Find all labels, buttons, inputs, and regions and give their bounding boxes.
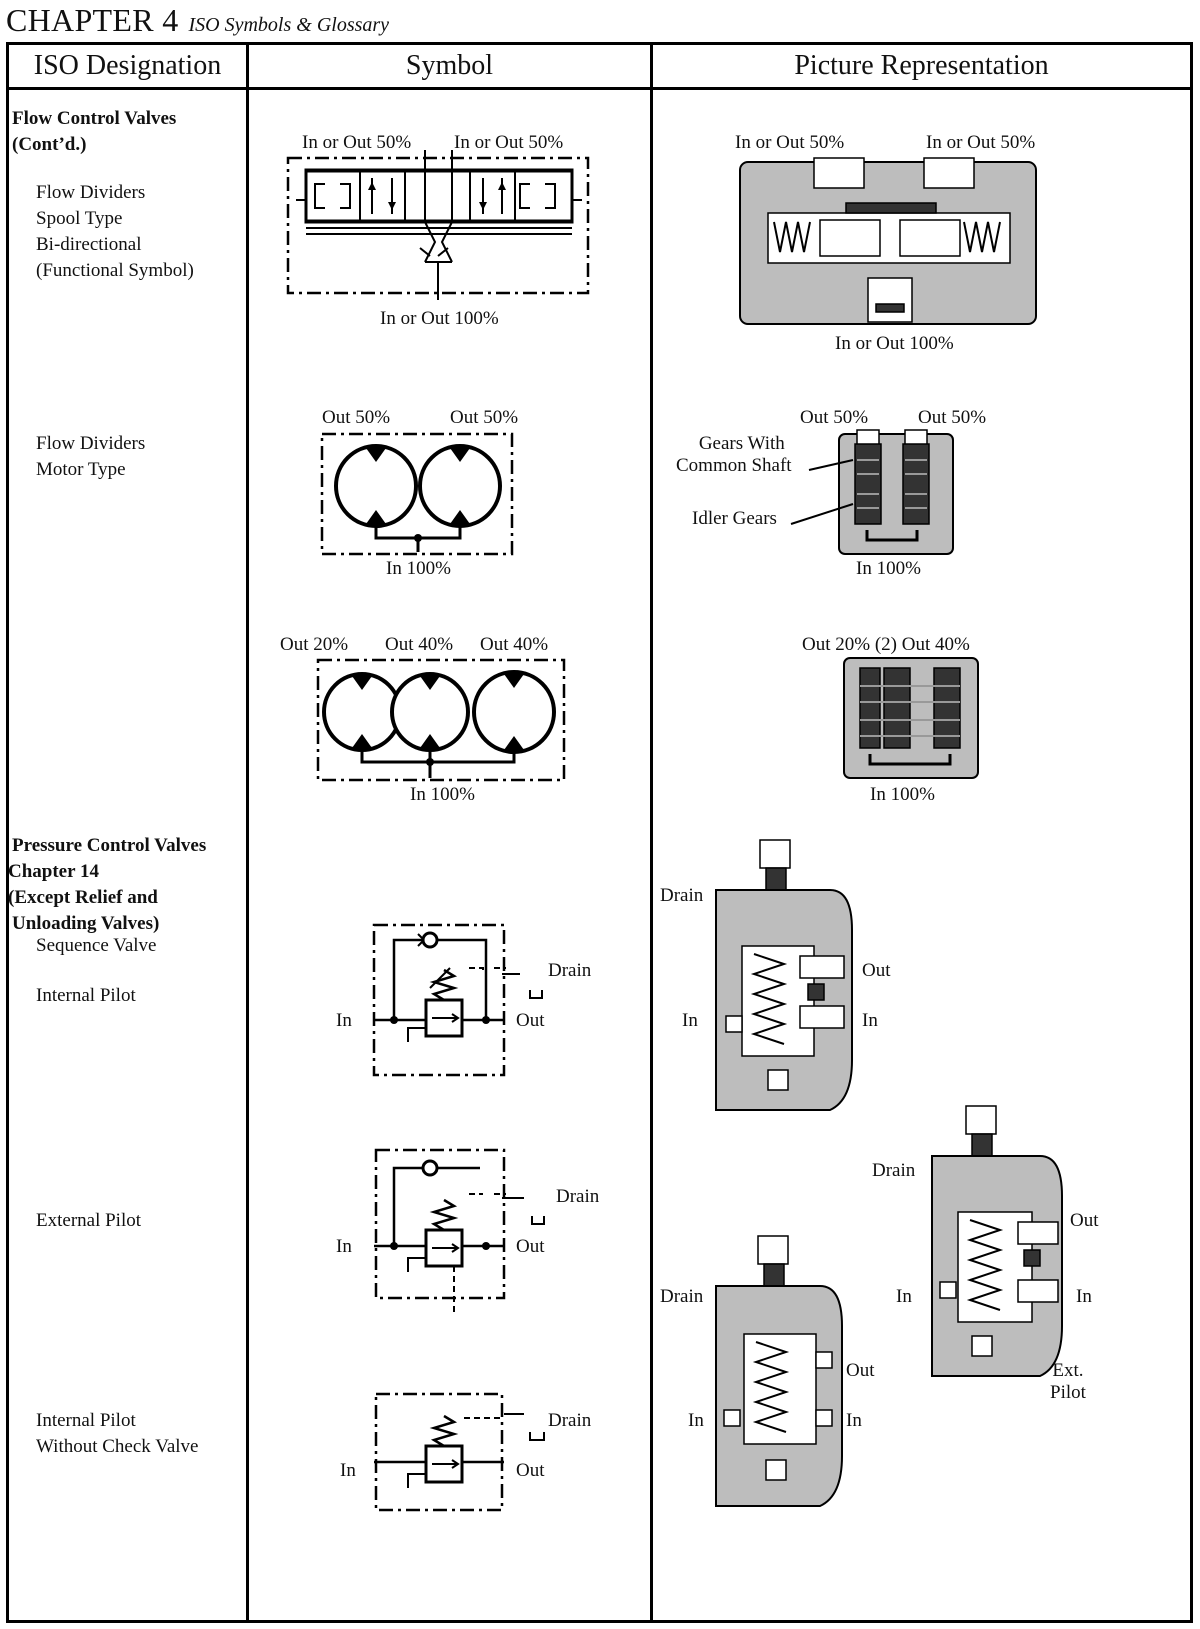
label-nocheck-pic-out: Out xyxy=(846,1360,875,1381)
label-motor3-symbol-bottom: In 100% xyxy=(410,784,475,805)
label-spool-picture-right: In or Out 50% xyxy=(926,132,1036,153)
label-motor3-a: Out 20% xyxy=(280,634,349,655)
column-divider-2 xyxy=(650,42,653,1623)
header-divider xyxy=(6,87,1193,90)
motor3-divider-picture xyxy=(843,657,979,779)
label-seq-ext-drain: Drain xyxy=(556,1186,600,1207)
label-nocheck-pic-drain: Drain xyxy=(660,1286,704,1307)
label-motor-picture-bottom: In 100% xyxy=(856,558,921,579)
designation-motor-divider: Flow Dividers Motor Type xyxy=(36,433,146,480)
motor-divider-symbol xyxy=(320,432,514,556)
label-nocheck-pic-in2: In xyxy=(846,1410,862,1431)
label-seq-int-pic-in2: In xyxy=(862,1010,878,1031)
sequence-internal-symbol xyxy=(372,923,543,1077)
label-motor-symbol-left: Out 50% xyxy=(322,407,391,428)
label-nocheck-drain: Drain xyxy=(548,1410,592,1431)
spool-divider-symbol xyxy=(286,150,590,300)
category-flow-control: Flow Control Valves (Cont’d.) xyxy=(12,108,177,155)
spool-divider-picture xyxy=(739,157,1037,325)
designation-external-pilot: External Pilot xyxy=(36,1210,142,1231)
column-header-symbol: Symbol xyxy=(405,50,494,81)
label-seq-ext-in: In xyxy=(336,1236,352,1257)
sequence-external-symbol xyxy=(374,1148,545,1312)
table-frame xyxy=(6,42,1193,1623)
label-seq-ext-pic-in: In xyxy=(896,1286,912,1307)
label-motor-gears: Gears With Common Shaft xyxy=(676,433,792,476)
motor3-divider-symbol xyxy=(316,658,566,782)
label-seq-int-out: Out xyxy=(516,1010,545,1031)
label-spool-picture-bottom: In or Out 100% xyxy=(835,333,954,354)
sequence-nocheck-picture xyxy=(715,1235,843,1507)
label-seq-ext-pic-drain: Drain xyxy=(872,1160,916,1181)
label-nocheck-in: In xyxy=(340,1460,356,1481)
label-motor3-c: Out 40% xyxy=(480,634,549,655)
label-motor-symbol-bottom: In 100% xyxy=(386,558,451,579)
label-nocheck-out: Out xyxy=(516,1460,545,1481)
label-motor-picture-right: Out 50% xyxy=(918,407,987,428)
sequence-external-picture xyxy=(931,1105,1063,1377)
label-motor3-b: Out 40% xyxy=(385,634,454,655)
motor-divider-picture xyxy=(790,429,954,555)
column-divider-1 xyxy=(246,42,249,1623)
label-seq-int-in: In xyxy=(336,1010,352,1031)
designation-internal-no-check: Internal Pilot Without Check Valve xyxy=(36,1410,199,1457)
label-motor-symbol-right: Out 50% xyxy=(450,407,519,428)
label-seq-int-drain: Drain xyxy=(548,960,592,981)
column-header-picture: Picture Representation xyxy=(794,50,1049,81)
label-motor-idler: Idler Gears xyxy=(692,508,777,529)
label-spool-symbol-left: In or Out 50% xyxy=(302,132,412,153)
label-seq-ext-pic-out: Out xyxy=(1070,1210,1099,1231)
label-spool-picture-left: In or Out 50% xyxy=(735,132,845,153)
label-spool-symbol-bottom: In or Out 100% xyxy=(380,308,499,329)
label-motor3-picture-top: Out 20% (2) Out 40% xyxy=(802,634,970,655)
label-seq-int-pic-out: Out xyxy=(862,960,891,981)
label-nocheck-pic-in: In xyxy=(688,1410,704,1431)
label-motor3-picture-bottom: In 100% xyxy=(870,784,935,805)
label-seq-int-pic-in: In xyxy=(682,1010,698,1031)
designation-internal-pilot: Internal Pilot xyxy=(36,985,136,1006)
chapter-label: CHAPTER 4 xyxy=(6,2,179,38)
sequence-internal-picture xyxy=(715,839,853,1111)
label-spool-symbol-right: In or Out 50% xyxy=(454,132,564,153)
designation-spool-divider: Flow Dividers Spool Type Bi-directional … xyxy=(36,182,194,281)
designation-sequence-valve: Sequence Valve xyxy=(36,935,157,956)
sequence-nocheck-symbol xyxy=(374,1392,545,1512)
label-seq-ext-out: Out xyxy=(516,1236,545,1257)
column-header-designation: ISO Designation xyxy=(33,50,222,81)
label-seq-ext-pic-in2: In xyxy=(1076,1286,1092,1307)
category-pressure-control: Pressure Control Valves Chapter 14 (Exce… xyxy=(8,835,207,934)
label-motor-picture-left: Out 50% xyxy=(800,407,869,428)
label-seq-ext-pic-pilot: Ext. Pilot xyxy=(1050,1360,1086,1403)
label-seq-int-pic-drain: Drain xyxy=(660,885,704,906)
page-header: CHAPTER 4 ISO Symbols & Glossary xyxy=(6,2,389,42)
chapter-subtitle: ISO Symbols & Glossary xyxy=(188,14,390,36)
